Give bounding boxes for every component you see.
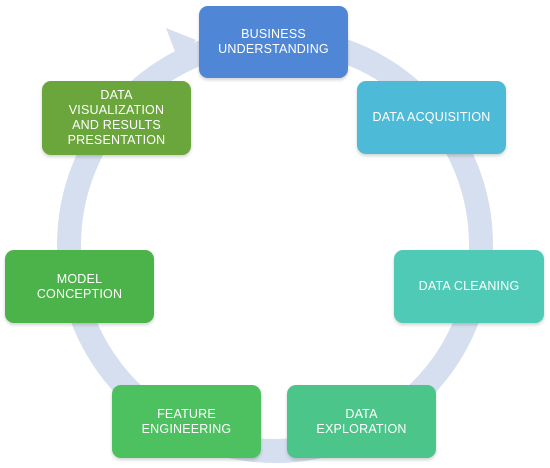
step-data-acquisition: DATA ACQUISITION <box>357 81 506 154</box>
step-data-cleaning: DATA CLEANING <box>394 250 544 323</box>
step-data-exploration: DATA EXPLORATION <box>287 385 436 458</box>
step-model-conception: MODEL CONCEPTION <box>5 250 154 323</box>
cycle-arrowhead-icon <box>166 28 196 62</box>
step-feature-engineering: FEATURE ENGINEERING <box>112 385 261 458</box>
step-business-understanding: BUSINESS UNDERSTANDING <box>199 6 348 78</box>
step-data-visualization: DATA VISUALIZATION AND RESULTS PRESENTAT… <box>42 81 191 155</box>
